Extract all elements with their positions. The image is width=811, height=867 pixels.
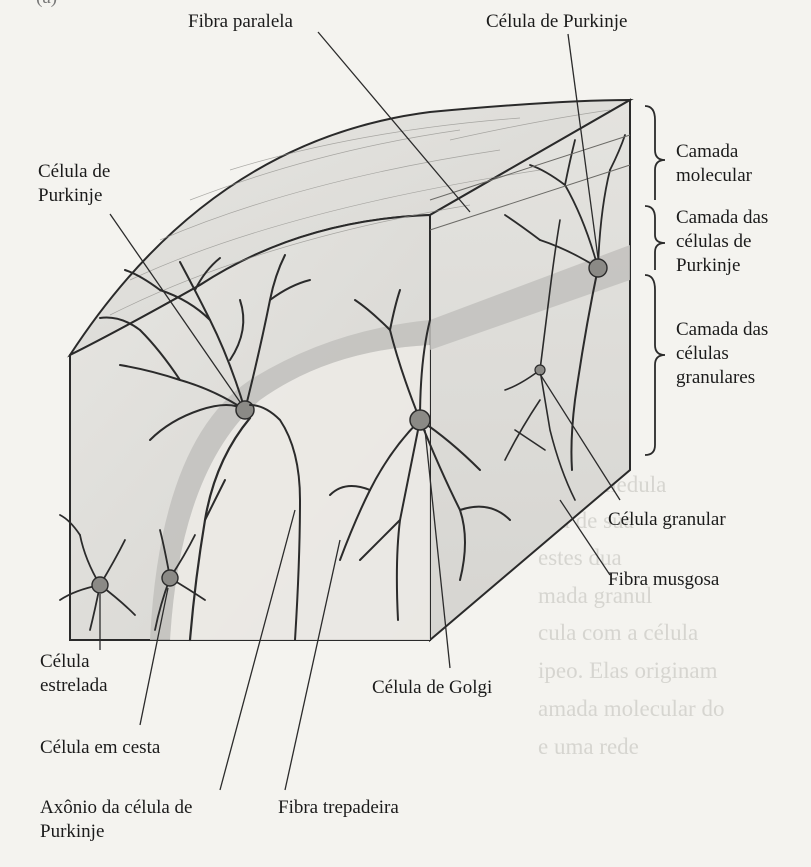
purkinje-soma-left bbox=[236, 401, 254, 419]
golgi-soma bbox=[410, 410, 430, 430]
label-camada-purkinje: Camada das células de Purkinje bbox=[676, 206, 800, 278]
purkinje-soma-right bbox=[589, 259, 607, 277]
label-fibra-paralela: Fibra paralela bbox=[188, 10, 293, 34]
svg-text:e uma rede: e uma rede bbox=[538, 734, 639, 759]
label-fibra-trepadeira: Fibra trepadeira bbox=[278, 796, 399, 820]
label-celula-estrelada: Célula estrelada bbox=[40, 650, 140, 698]
panel-letter: (a) bbox=[36, 0, 57, 10]
stellate-soma bbox=[92, 577, 108, 593]
svg-text:cula com a célula: cula com a célula bbox=[538, 620, 698, 645]
svg-text:estes dua: estes dua bbox=[538, 545, 622, 570]
label-celula-cesta: Célula em cesta bbox=[40, 736, 160, 760]
label-camada-molecular: Camada molecular bbox=[676, 140, 786, 188]
label-camada-granulares: Camada das células granulares bbox=[676, 318, 800, 390]
layer-brackets bbox=[645, 106, 665, 455]
label-celula-golgi: Célula de Golgi bbox=[372, 676, 492, 700]
label-celula-granular: Célula granular bbox=[608, 508, 726, 532]
svg-text:ipeo. Elas originam: ipeo. Elas originam bbox=[538, 658, 718, 683]
label-axonio: Axônio da célula de Purkinje bbox=[40, 796, 230, 844]
label-celula-purkinje-left: Célula de Purkinje bbox=[38, 160, 148, 208]
basket-soma bbox=[162, 570, 178, 586]
svg-text:amada molecular do: amada molecular do bbox=[538, 696, 724, 721]
label-celula-purkinje-top: Célula de Purkinje bbox=[486, 10, 627, 34]
granule-soma bbox=[535, 365, 545, 375]
label-fibra-musgosa: Fibra musgosa bbox=[608, 568, 719, 592]
